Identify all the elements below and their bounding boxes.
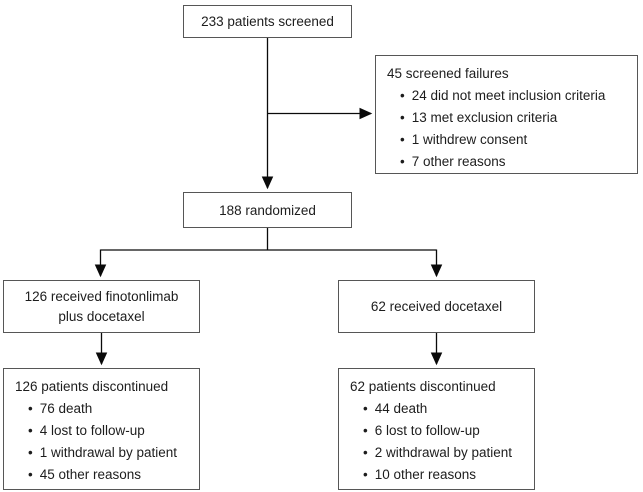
bullet-icon: • xyxy=(400,88,405,103)
discontinued-docetaxel-box: 62 patients discontinued • 44 death • 6 los… xyxy=(338,368,535,490)
screened-label: 233 patients screened xyxy=(201,14,334,29)
bullet-icon: • xyxy=(28,423,33,438)
bullet-item: • 4 lost to follow-up xyxy=(15,420,191,442)
bullet-icon: • xyxy=(400,154,405,169)
bullet-icon: • xyxy=(363,401,368,416)
bullet-item: • 10 other reasons xyxy=(350,464,526,486)
discontinued-finotonlimab-box: 126 patients discontinued • 76 death • 4 lo… xyxy=(3,368,200,490)
randomized-box: 188 randomized xyxy=(183,192,352,228)
bullet-text: 45 other reasons xyxy=(39,467,142,482)
arm-docetaxel-label: 62 received docetaxel xyxy=(370,299,503,314)
discontinued-finotonlimab-list: • 76 death • 4 lost to follow-up • 1 withdraw… xyxy=(15,398,191,486)
bullet-item: • 2 withdrawal by patient xyxy=(350,442,526,464)
bullet-icon: • xyxy=(28,445,33,460)
discontinued-docetaxel-list: • 44 death • 6 lost to follow-up • 2 withdraw… xyxy=(350,398,526,486)
bullet-icon: • xyxy=(28,401,33,416)
arm-finotonlimab-label: 126 received finotonlimab plus docetaxel xyxy=(24,288,179,324)
arm-finotonlimab-box: 126 received finotonlimab plus docetaxel xyxy=(3,280,200,333)
bullet-icon: • xyxy=(363,467,368,482)
bullet-icon: • xyxy=(363,445,368,460)
bullet-item: • 13 met exclusion criteria xyxy=(387,107,629,129)
bullet-text: 24 did not meet inclusion criteria xyxy=(411,88,606,103)
bullet-item: • 76 death xyxy=(15,398,191,420)
bullet-icon: • xyxy=(400,110,405,125)
bullet-text: 1 withdrawal by patient xyxy=(39,445,178,460)
screen-failures-list: • 24 did not meet inclusion criteria • 13 m… xyxy=(387,85,629,173)
discontinued-docetaxel-title: 62 patients discontinued xyxy=(350,379,496,394)
screen-failures-title: 45 screened failures xyxy=(387,66,509,81)
bullet-text: 13 met exclusion criteria xyxy=(411,110,558,125)
bullet-item: • 44 death xyxy=(350,398,526,420)
bullet-text: 76 death xyxy=(39,401,93,416)
bullet-text: 7 other reasons xyxy=(411,154,506,169)
bullet-item: • 24 did not meet inclusion criteria xyxy=(387,85,629,107)
bullet-item: • 1 withdrawal by patient xyxy=(15,442,191,464)
bullet-text: 1 withdrew consent xyxy=(411,132,528,147)
bullet-text: 6 lost to follow-up xyxy=(374,423,480,438)
bullet-item: • 7 other reasons xyxy=(387,151,629,173)
bullet-icon: • xyxy=(400,132,405,147)
bullet-item: • 1 withdrew consent xyxy=(387,129,629,151)
bullet-text: 4 lost to follow-up xyxy=(39,423,145,438)
screen-failures-box: 45 screened failures • 24 did not meet in… xyxy=(375,55,638,174)
bullet-icon: • xyxy=(363,423,368,438)
bullet-text: 44 death xyxy=(374,401,428,416)
screened-box: 233 patients screened xyxy=(183,5,352,38)
connector-randomized-branch xyxy=(100,228,437,251)
arm-docetaxel-box: 62 received docetaxel xyxy=(338,280,535,333)
discontinued-finotonlimab-title: 126 patients discontinued xyxy=(15,379,169,394)
bullet-item: • 45 other reasons xyxy=(15,464,191,486)
bullet-text: 10 other reasons xyxy=(374,467,477,482)
randomized-label: 188 randomized xyxy=(219,202,316,218)
bullet-icon: • xyxy=(28,467,33,482)
bullet-text: 2 withdrawal by patient xyxy=(374,445,513,460)
bullet-item: • 6 lost to follow-up xyxy=(350,420,526,442)
